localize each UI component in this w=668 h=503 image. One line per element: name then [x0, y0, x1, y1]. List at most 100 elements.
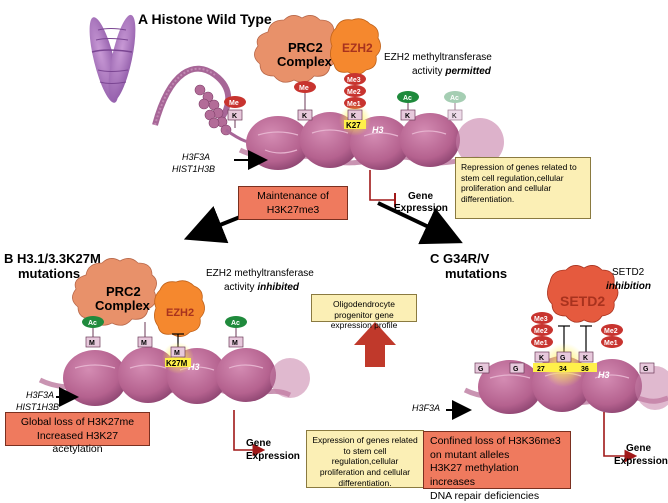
nucleosome — [216, 348, 276, 402]
loss-line-2: Increased H3K27 acetylation — [36, 429, 119, 456]
setd2-label: SETD2 — [560, 293, 605, 309]
me-mark: Me — [229, 100, 239, 107]
k27-mark: K27 — [346, 121, 361, 130]
histone-label: H3 — [372, 125, 384, 135]
activity-line-1: EZH2 methyltransferase — [384, 52, 492, 63]
histone-label: H3 — [188, 362, 200, 372]
g-mark: G — [478, 366, 484, 373]
m-mark: M — [174, 350, 180, 357]
ezh2-label: EZH2 — [342, 41, 373, 55]
m-mark: M — [232, 340, 238, 347]
prc2-complex — [72, 258, 157, 326]
confined-line-4: DNA repair deficiencies — [430, 489, 540, 502]
g-mark: G — [560, 355, 566, 362]
panel-b: B H3.1/3.3K27M mutations H3 PRC2 Complex… — [4, 251, 314, 462]
pos-27: 27 — [537, 366, 545, 373]
gene-label: Gene — [246, 438, 271, 449]
methyl-stack-a: Me3 Me2 Me1 K K27 — [339, 73, 371, 136]
chromatin-fiber — [152, 65, 263, 145]
ac-mark: Ac — [231, 320, 240, 327]
expression-box: Expression of genes related to stem cell… — [306, 430, 424, 488]
gene-label: Gene — [408, 191, 433, 202]
prc2-complex — [254, 15, 339, 83]
expression-label: Expression — [614, 456, 668, 467]
setd2-enzyme — [547, 265, 619, 323]
activity-emph: inhibited — [257, 282, 300, 293]
me3-mark: Me3 — [534, 316, 548, 323]
setd2-note-2: inhibition — [606, 281, 651, 292]
ezh2-enzyme — [154, 280, 205, 337]
gene-line-2: HIST1H3B — [172, 164, 215, 174]
gene-line-1: H3F3A — [182, 152, 210, 162]
gene-label: Gene — [626, 443, 651, 454]
k-mark-faded: K — [452, 113, 457, 120]
activity-prefix: activity — [412, 66, 445, 77]
upregulation-arrow — [354, 322, 396, 367]
me-mark: Me — [299, 85, 309, 92]
expression-label: Expression — [246, 451, 300, 462]
me1-mark: Me1 — [534, 340, 548, 347]
activity-prefix: activity — [224, 282, 257, 293]
panel-c-heading-1: C G34R/V — [430, 251, 490, 266]
m-mark: M — [141, 340, 147, 347]
prc2-label-2: Complex — [95, 298, 151, 313]
nucleosome — [400, 113, 460, 167]
k-mark: K — [351, 113, 356, 120]
histone-label: H3 — [598, 370, 610, 380]
inhibition-line — [369, 170, 395, 201]
me3-mark: Me3 — [347, 77, 361, 84]
ezh2-label: EZH2 — [166, 307, 194, 319]
g-mark: G — [643, 366, 649, 373]
gene-line-1: H3F3A — [412, 403, 440, 413]
activity-emph: permitted — [444, 66, 491, 77]
nucleosome-faded — [456, 118, 504, 166]
confined-line-2: on mutant alleles — [430, 448, 510, 461]
k-mark: K — [583, 355, 588, 362]
nucleosome — [63, 350, 127, 406]
maintenance-line-2: H3K27me3 — [266, 203, 320, 216]
maintenance-line-1: Maintenance of — [257, 190, 329, 202]
maintenance-box: Maintenance of H3K27me3 — [238, 186, 348, 220]
gene-line-2: HIST1H3B — [16, 402, 59, 412]
prc2-label-1: PRC2 — [106, 284, 141, 299]
marks-a: Me K Me K Ac K Ac K — [224, 81, 466, 128]
confined-line-3: H3K27 methylation increases — [430, 462, 519, 488]
activation-arrow — [603, 412, 638, 463]
me2-mark: Me2 — [534, 328, 548, 335]
panel-b-heading-1: B H3.1/3.3K27M — [4, 251, 101, 266]
prc2-label-1: PRC2 — [288, 40, 323, 55]
nucleosome — [582, 359, 642, 413]
opc-box: Oligodendrocyte progenitor gene expressi… — [311, 294, 417, 330]
global-loss-box: Global loss of H3K27me Increased H3K27 a… — [5, 412, 150, 455]
repression-box: Repression of genes related to stem cell… — [455, 157, 591, 219]
me2-mark: Me2 — [604, 328, 618, 335]
activity-line-2: activity inhibited — [224, 282, 300, 293]
me1-mark: Me1 — [604, 340, 618, 347]
prc2-label-2: Complex — [277, 54, 333, 69]
panel-a-heading: A Histone Wild Type — [138, 11, 272, 27]
m-mark: M — [89, 340, 95, 347]
nucleosome — [478, 360, 542, 414]
gene-line-1: H3F3A — [26, 390, 54, 400]
loss-line-1: Global loss of H3K27me — [20, 416, 135, 428]
pos-36: 36 — [581, 366, 589, 373]
pos-34: 34 — [559, 366, 567, 373]
nucleosome-faded — [635, 366, 668, 410]
panel-c-heading-2: mutations — [445, 266, 507, 281]
arrow-to-c — [377, 201, 463, 245]
k-mark: K — [302, 113, 307, 120]
ezh2-enzyme — [330, 18, 381, 75]
nucleosome-faded — [270, 358, 310, 398]
k-mark: K — [232, 113, 237, 120]
g-mark: G — [513, 366, 519, 373]
ac-mark-faded: Ac — [450, 95, 459, 102]
k-mark: K — [539, 355, 544, 362]
setd2-note-1: SETD2 — [612, 267, 645, 278]
k27m-mark: K27M — [166, 359, 188, 368]
activation-arrow — [233, 410, 266, 457]
activity-line-1: EZH2 methyltransferase — [206, 268, 314, 279]
k-mark: K — [405, 113, 410, 120]
confined-loss-box: Confined loss of H3K36me3 on mutant alle… — [423, 431, 571, 502]
confined-line-1: Confined loss of H3K36me3 — [430, 435, 561, 447]
